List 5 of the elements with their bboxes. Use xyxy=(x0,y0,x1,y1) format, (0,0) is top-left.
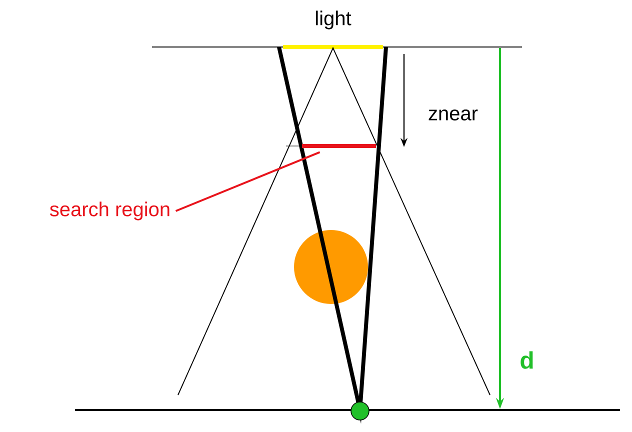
light-label: light xyxy=(316,10,352,30)
distance-label: d xyxy=(520,351,533,369)
callout-text: search region xyxy=(50,202,170,220)
znear-label: znear xyxy=(428,110,478,120)
search-region-bar xyxy=(302,144,376,148)
